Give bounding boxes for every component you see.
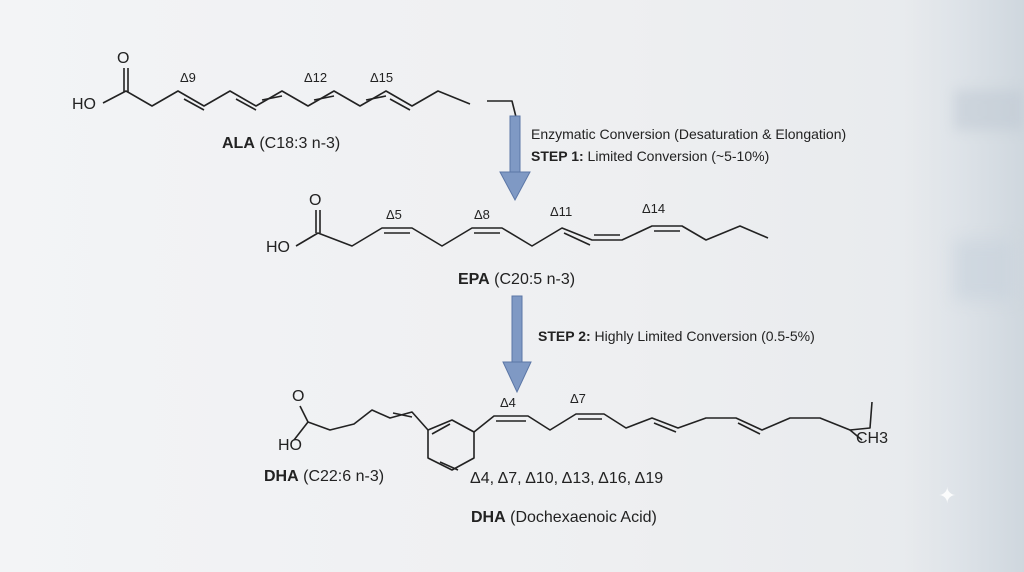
epa-oxygen-label: O [309, 192, 322, 209]
epa-label: EPA (C20:5 n-3) [458, 271, 576, 288]
ala-delta-label: Δ12 [304, 70, 328, 85]
dha-delta-list: Δ4, Δ7, Δ10, Δ13, Δ16, Δ19 [470, 470, 664, 487]
background-shelf [954, 90, 1024, 130]
dha-hydroxyl-label: HO [278, 437, 302, 454]
epa-delta-label: Δ14 [642, 201, 666, 216]
epa-structure [295, 210, 769, 247]
epa-hydroxyl-label: HO [266, 239, 290, 256]
dha-delta-label: Δ4 [500, 395, 516, 410]
epa-delta-label: Δ8 [474, 207, 490, 222]
epa-delta-label: Δ5 [386, 207, 402, 222]
dha-label: DHA (C22:6 n-3) [264, 468, 385, 485]
ala-delta-label: Δ15 [370, 70, 394, 85]
dha-delta-label: Δ7 [570, 391, 586, 406]
ala-oxygen-label: O [117, 50, 130, 67]
step2-note: STEP 2: Highly Limited Conversion (0.5-5… [538, 328, 815, 344]
dha-methyl-label: CH3 [856, 430, 889, 447]
step2-arrow [502, 295, 532, 394]
ala-delta-label: Δ9 [180, 70, 196, 85]
ala-label: ALA (C18:3 n-3) [222, 135, 341, 152]
epa-chain [295, 225, 769, 247]
ala-structure [102, 68, 517, 118]
sparkle-icon: ✦ [938, 483, 957, 508]
background-shelf [954, 240, 1014, 300]
ala-chain [102, 90, 471, 107]
ala-hydroxyl-label: HO [72, 96, 96, 113]
conversion-header: Enzymatic Conversion (Desaturation & Elo… [531, 126, 847, 142]
step1-arrow [499, 115, 531, 202]
dha-chain [473, 401, 873, 433]
dha-structure [293, 401, 873, 471]
dha-full-name: DHA (Dochexaenoic Acid) [471, 509, 657, 526]
epa-delta-label: Δ11 [550, 204, 573, 219]
step1-note: STEP 1: Limited Conversion (~5-10%) [531, 148, 770, 164]
dha-oxygen-label: O [292, 388, 305, 405]
dha-ring [427, 419, 475, 471]
dha-chain-start [307, 409, 429, 431]
